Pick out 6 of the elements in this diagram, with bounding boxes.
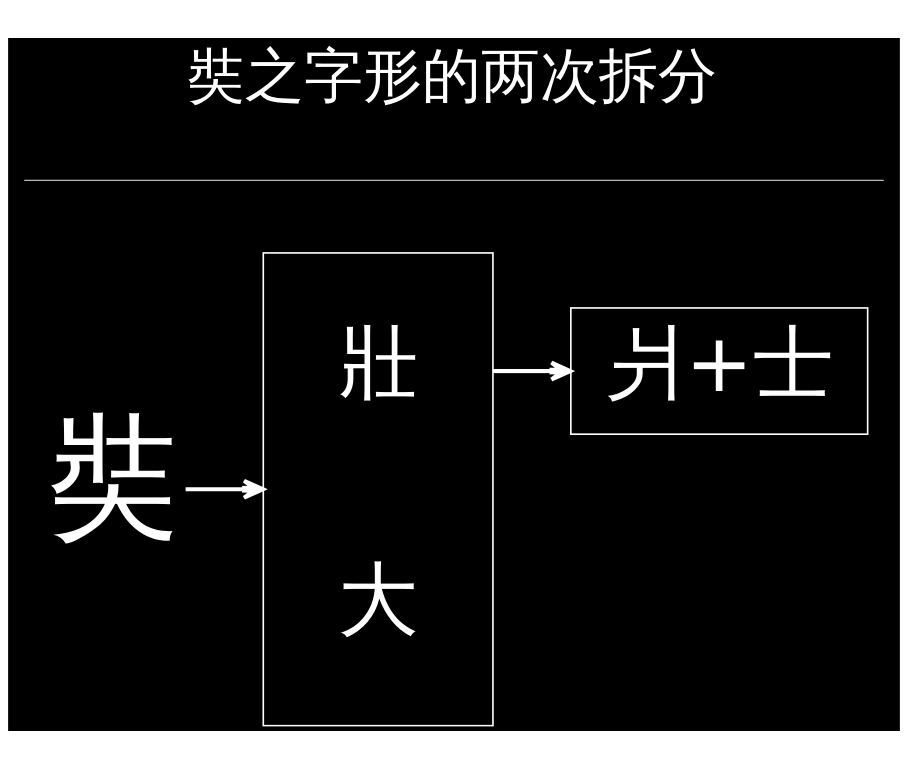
diagram-title: 奘之字形的两次拆分 bbox=[186, 40, 718, 110]
node-text: 奘 bbox=[46, 397, 180, 554]
arrow bbox=[492, 360, 572, 382]
node-box: 壯 大 bbox=[262, 252, 494, 726]
node-box: 爿+士 bbox=[570, 306, 868, 434]
arrow bbox=[186, 478, 265, 500]
